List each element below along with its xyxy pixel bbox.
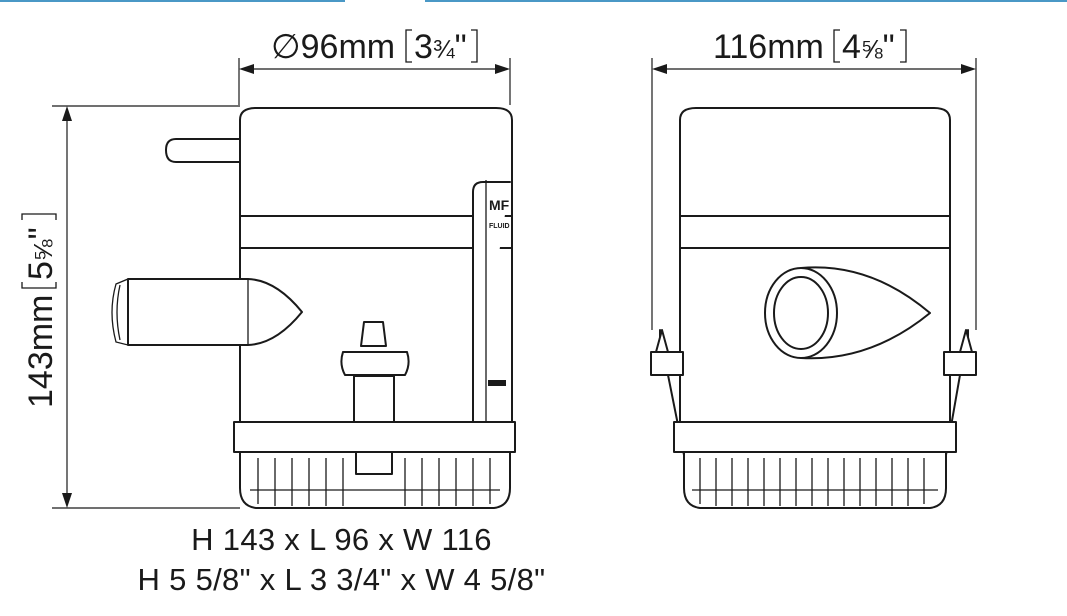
caption-imperial: H 5 5/8" x L 3 3/4" x W 4 5/8" (137, 562, 546, 597)
diameter-dimension: ∅96mm 3¾" (238, 28, 511, 105)
diameter-inch: 3¾" (414, 28, 467, 66)
height-inch: 5⅝" (22, 227, 60, 280)
width-inch: 4⅝" (842, 28, 895, 66)
caption-metric: H 143 x L 96 x W 116 (191, 522, 492, 557)
height-label: 143mm (22, 295, 60, 408)
pump-side-view: MF FLUID (111, 107, 516, 509)
svg-text:MF: MF (489, 197, 510, 213)
width-dimension: 116mm 4⅝" (651, 28, 977, 330)
width-label: 116mm (713, 28, 824, 66)
height-dimension: 143mm 5⅝" (21, 105, 240, 509)
svg-text:FLUID: FLUID (489, 223, 510, 230)
diameter-label: ∅96mm (271, 28, 395, 66)
pump-front-view (650, 107, 977, 509)
